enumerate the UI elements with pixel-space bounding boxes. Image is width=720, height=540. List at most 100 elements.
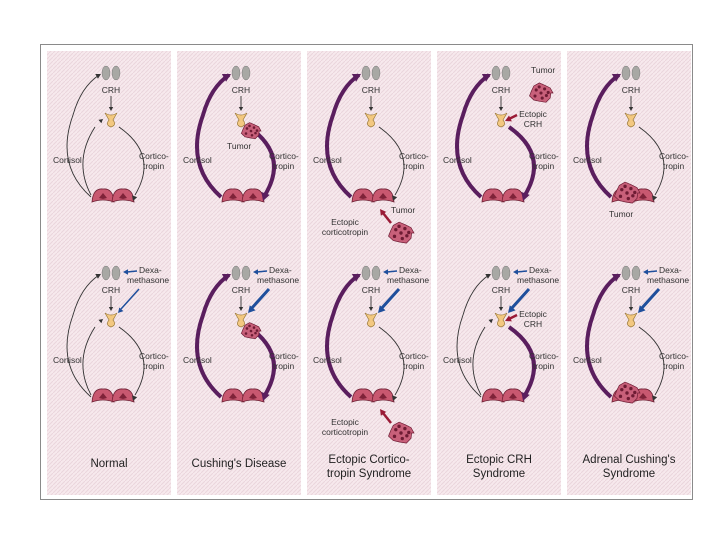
hypothalamus-lobe-left [102,66,110,80]
crh-label: CRH [102,85,120,95]
corticotropin-label-line2: tropin [273,361,295,371]
dexamethasone-label-line2: methasone [127,275,169,285]
corticotropin-label-line1: Cortico- [399,151,429,161]
dexamethasone-arrow-hypothalamus [387,271,397,272]
ectopic-tumor-nodule [394,428,397,431]
caption-line-2: tropin Syndrome [327,468,411,480]
adrenal-tumor-nodule [620,388,623,391]
dexamethasone-arrow-hypothalamus [517,271,527,272]
hypothalamus-lobe-right [502,266,510,280]
crh-label: CRH [232,85,250,95]
cortisol-label: Cortisol [443,355,472,365]
ectopic-tumor-nodule [394,228,397,231]
pituitary-tumor-nodule [245,332,248,335]
ectopic-tumor-nodule [397,425,400,428]
crh-label: CRH [492,85,510,95]
tumor-label: Tumor [227,141,251,151]
adrenal-tumor-nodule [619,195,622,198]
column-adrenal-cushings: CRHCortisolCortico-tropinTumorCRHCortiso… [567,51,691,495]
pituitary-tumor-nodule [253,126,256,129]
dexamethasone-label-line2: methasone [387,275,429,285]
ectopic-label-line1: Ectopic [519,109,548,119]
cortisol-label: Cortisol [53,355,82,365]
column-cushings-disease: CRHCortisolCortico-tropinTumorCRHCortiso… [177,51,301,495]
hypothalamus-lobe-left [492,266,500,280]
crh-label: CRH [232,285,250,295]
adrenal-tumor-nodule [631,194,634,197]
ectopic-tumor-nodule [401,237,404,240]
tumor-label: Tumor [531,65,555,75]
adrenal-tumor-nodule [633,191,636,194]
caption-line-1: Cushing's Disease [192,458,287,470]
ectopic-tumor-nodule [401,437,404,440]
corticotropin-label-line2: tropin [143,361,165,371]
corticotropin-label-line2: tropin [663,161,685,171]
hypothalamus-lobe-right [372,66,380,80]
corticotropin-label-line1: Cortico- [529,351,559,361]
caption-line-1: Normal [90,458,127,470]
dexamethasone-label-line2: methasone [517,275,559,285]
adrenal-tumor-nodule [623,385,626,388]
corticotropin-label-line1: Cortico- [659,351,689,361]
ectopic-tumor-nodule [399,231,402,234]
hypothalamus-lobe-left [232,266,240,280]
corticotropin-label-line2: tropin [273,161,295,171]
crh-label: CRH [622,285,640,295]
crh-label: CRH [492,285,510,295]
hypothalamus-lobe-left [362,66,370,80]
ectopic-tumor-nodule [403,427,406,430]
ectopic-crh-tumor-nodule [535,88,538,91]
hypothalamus-lobe-left [362,266,370,280]
ectopic-label-line1: Ectopic [331,217,360,227]
ectopic-tumor-nodule [407,431,410,434]
cortisol-label: Cortisol [183,355,212,365]
cortisol-label: Cortisol [53,155,82,165]
dexamethasone-label-line1: Dexa- [139,265,162,275]
cortisol-label: Cortisol [313,355,342,365]
pituitary-tumor-nodule [246,327,249,330]
dexamethasone-label-line1: Dexa- [399,265,422,275]
ectopic-label-line2: corticotropin [322,227,369,237]
ectopic-crh-tumor-nodule [545,94,548,97]
ectopic-label-line1: Ectopic [519,309,548,319]
adrenal-tumor-nodule [625,191,628,194]
hypothalamus-lobe-left [492,66,500,80]
caption-line-1: Ectopic CRH [466,454,532,466]
adrenal-tumor-nodule [629,387,632,390]
hypothalamus-lobe-right [112,66,120,80]
pituitary-tumor-nodule [251,334,254,337]
dexamethasone-label-line2: methasone [257,275,299,285]
corticotropin-label-line2: tropin [663,361,685,371]
pituitary-tumor-nodule [250,130,253,133]
adrenal-tumor-nodule [633,391,636,394]
dexamethasone-label-line1: Dexa- [269,265,292,275]
cortisol-label: Cortisol [183,155,212,165]
hypothalamus-lobe-left [102,266,110,280]
adrenal-tumor-nodule [627,397,630,400]
adrenal-tumor-nodule [625,391,628,394]
corticotropin-label-line2: tropin [403,361,425,371]
crh-label: CRH [362,85,380,95]
adrenal-tumor-nodule [623,185,626,188]
ectopic-crh-tumor-nodule [533,95,536,98]
pituitary-tumor-nodule [253,326,256,329]
corticotropin-label-line2: tropin [533,161,555,171]
pituitary-tumor-nodule [254,132,257,135]
pituitary-tumor-nodule [251,134,254,137]
hypothalamus-lobe-right [632,66,640,80]
pituitary-tumor-nodule [248,325,251,328]
dexamethasone-label-line1: Dexa- [659,265,682,275]
corticotropin-label-line1: Cortico- [659,151,689,161]
ectopic-crh-tumor-nodule [547,91,550,94]
corticotropin-label-line1: Cortico- [139,351,169,361]
adrenal-tumor-nodule [627,197,630,200]
crh-label: CRH [362,285,380,295]
hypothalamus-lobe-right [242,266,250,280]
adrenal-tumor-nodule [619,395,622,398]
caption-line-1: Adrenal Cushing's [583,454,676,466]
hypothalamus-lobe-left [622,266,630,280]
cortisol-label: Cortisol [313,155,342,165]
ectopic-tumor-nodule [399,431,402,434]
